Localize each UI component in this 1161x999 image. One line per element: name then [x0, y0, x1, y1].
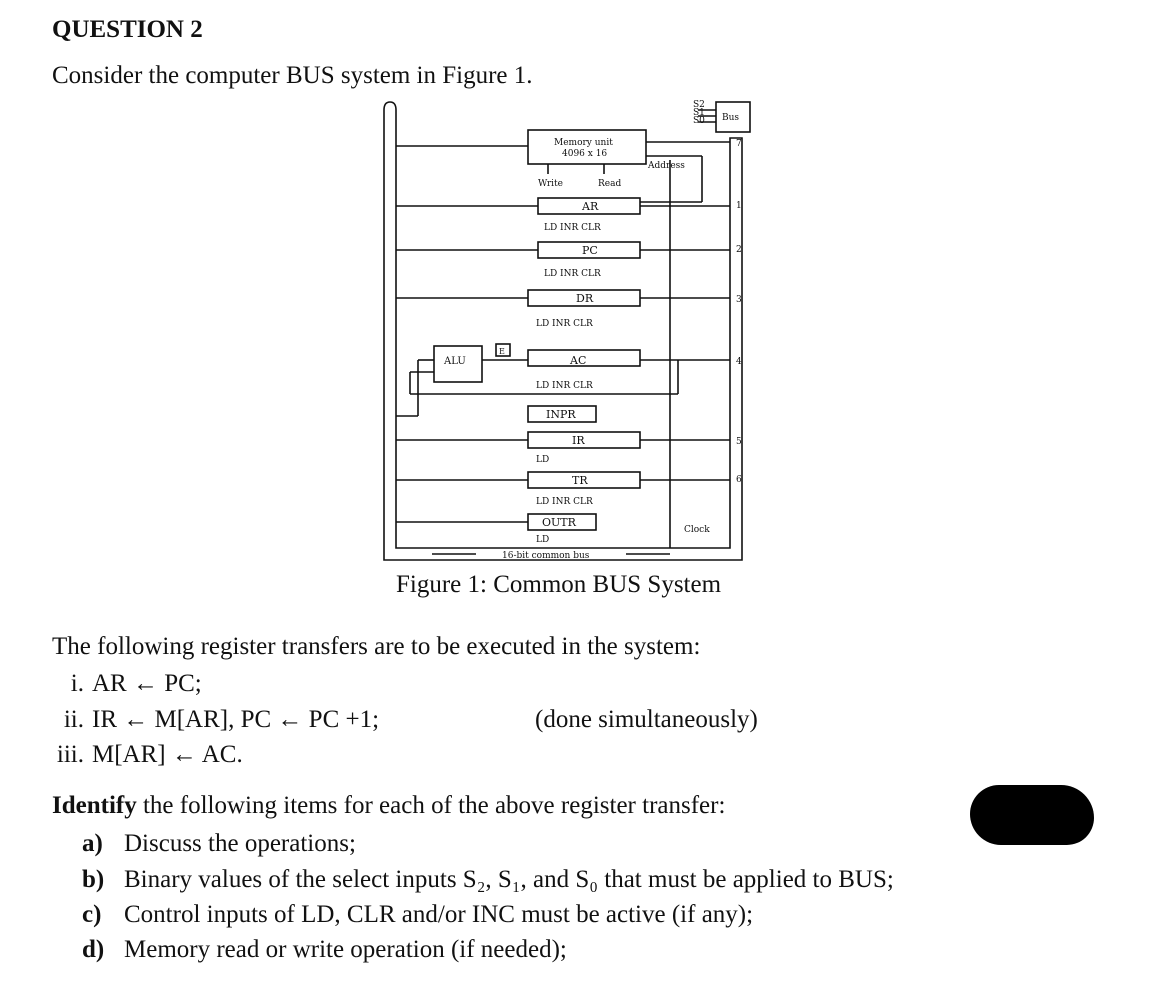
item-text: Binary values of the select inputs S₂, S…	[124, 866, 894, 893]
register-outr-controls: LD	[536, 535, 549, 545]
transfer-text: IR ← M[AR], PC ← PC +1;	[92, 706, 380, 733]
write-label: Write	[538, 179, 563, 189]
item-text: Discuss the operations;	[124, 830, 356, 857]
question-item: c) Control inputs of LD, CLR and/or INC m…	[82, 901, 753, 929]
item-label: b)	[82, 866, 105, 893]
alu-label: ALU	[443, 356, 466, 367]
register-ir-bus-number: 5	[736, 437, 742, 447]
register-tr-name: TR	[572, 474, 588, 487]
figure-caption: Figure 1: Common BUS System	[396, 571, 722, 598]
register-dr-name: DR	[576, 292, 594, 305]
transfer-item: iii. M[AR] ← AC.	[42, 741, 243, 769]
identify-rest: the following items for each of the abov…	[136, 792, 726, 819]
register-ar-bus-number: 1	[736, 201, 742, 211]
question-item: b) Binary values of the select inputs S₂,…	[82, 866, 894, 894]
register-ac-bus-number: 4	[736, 357, 742, 367]
register-inpr-name: INPR	[546, 408, 576, 421]
memory-size: 4096 x 16	[562, 149, 607, 159]
question-heading: QUESTION 2	[52, 16, 203, 43]
register-ar-name: AR	[581, 200, 599, 213]
question-item: a) Discuss the operations;	[82, 830, 356, 858]
intro-text: Consider the computer BUS system in Figu…	[52, 62, 533, 89]
common-bus-label: 16-bit common bus	[502, 551, 590, 561]
select-label-s0: S0	[693, 116, 705, 126]
register-ir-controls: LD	[536, 455, 549, 465]
item-text: Control inputs of LD, CLR and/or INC mus…	[124, 901, 754, 928]
item-text: Memory read or write operation (if neede…	[124, 936, 567, 963]
read-label: Read	[598, 179, 621, 189]
select-label-s1: S1	[693, 108, 705, 118]
memory-bus-number: 7	[736, 139, 742, 149]
clock-label: Clock	[684, 525, 710, 535]
register-pc-controls: LD INR CLR	[544, 269, 601, 279]
register-pc-name: PC	[582, 244, 598, 257]
e-flipflop-label: E	[499, 347, 505, 356]
register-tr-controls: LD INR CLR	[536, 497, 593, 507]
transfer-number: iii.	[56, 741, 84, 768]
bus-label: Bus	[722, 113, 739, 123]
transfer-item: ii. IR ← M[AR], PC ← PC +1;	[42, 706, 379, 734]
item-label: d)	[82, 936, 105, 963]
register-dr-bus-number: 3	[736, 295, 742, 305]
register-tr-bus-number: 6	[736, 475, 742, 485]
register-pc-bus-number: 2	[736, 245, 742, 255]
identify-bold: Identify	[52, 792, 137, 819]
transfer-number: ii.	[63, 706, 84, 733]
register-outr-name: OUTR	[542, 516, 577, 529]
item-label: c)	[82, 901, 102, 928]
register-ir-name: IR	[572, 434, 585, 447]
transfer-text: M[AR] ← AC.	[92, 741, 243, 768]
identify-instruction: Identify the following items for each of…	[52, 792, 725, 820]
select-label-s2: S2	[693, 100, 705, 110]
register-ac-name: AC	[569, 354, 586, 367]
question-item: d) Memory read or write operation (if nee…	[82, 936, 567, 964]
address-label: Address	[647, 161, 685, 171]
register-ac-controls: LD INR CLR	[536, 381, 593, 391]
transfer-text: AR ← PC;	[92, 670, 202, 697]
register-ar-controls: LD INR CLR	[544, 223, 601, 233]
redaction-blot	[970, 785, 1094, 845]
register-dr-controls: LD INR CLR	[536, 319, 593, 329]
memory-title: Memory unit	[554, 138, 613, 148]
bus-system-diagram: S2 S1 S0 Bus Memory unit 4096 x 16 Addre…	[383, 100, 751, 561]
transfers-intro: The following register transfers are to …	[52, 633, 701, 660]
transfer-number: i.	[70, 670, 84, 697]
simultaneous-note: (done simultaneously)	[535, 706, 758, 733]
item-label: a)	[82, 830, 103, 857]
transfer-item: i. AR ← PC;	[42, 670, 202, 698]
